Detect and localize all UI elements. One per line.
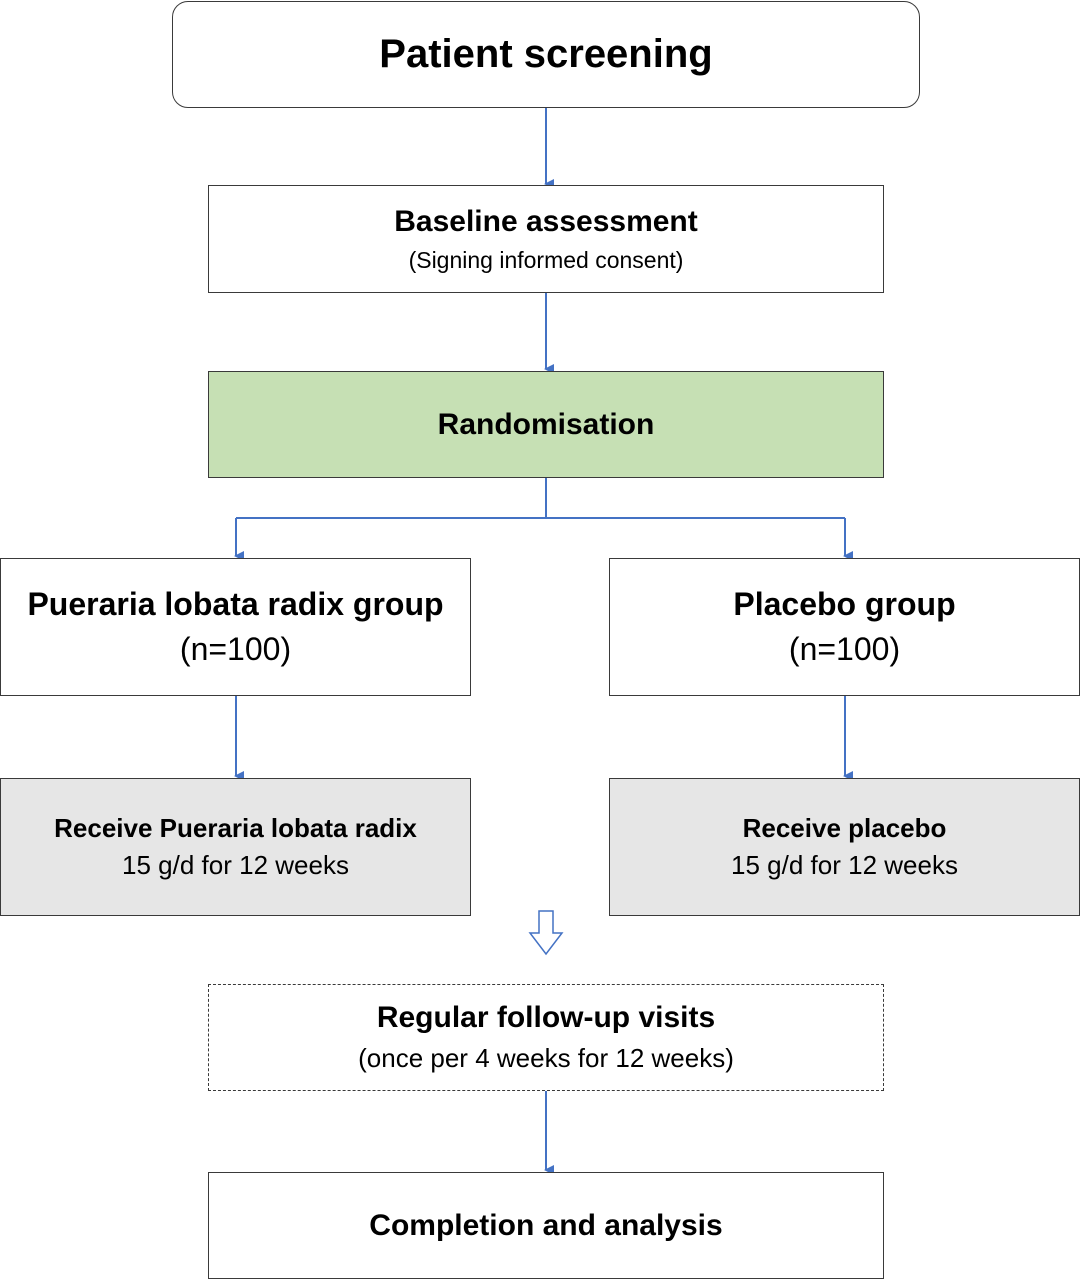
completion-label: Completion and analysis: [369, 1208, 723, 1242]
placebo-group-box: Placebo group (n=100): [609, 558, 1080, 696]
pueraria-treatment-label: Receive Pueraria lobata radix: [54, 813, 417, 843]
hollow-down-arrow-icon: [528, 910, 564, 956]
followup-visits-subtitle: (once per 4 weeks for 12 weeks): [358, 1043, 734, 1073]
pueraria-treatment-dose: 15 g/d for 12 weeks: [122, 850, 349, 880]
pueraria-treatment-box: Receive Pueraria lobata radix 15 g/d for…: [0, 778, 471, 916]
connector-randomisation-split: [236, 478, 845, 519]
baseline-assessment-label: Baseline assessment: [394, 204, 698, 238]
followup-visits-box: Regular follow-up visits (once per 4 wee…: [208, 984, 884, 1091]
randomisation-box: Randomisation: [208, 371, 884, 478]
placebo-treatment-label: Receive placebo: [742, 813, 947, 843]
pueraria-group-label: Pueraria lobata radix group: [27, 586, 444, 622]
patient-screening-box: Patient screening: [172, 1, 920, 108]
placebo-group-label: Placebo group: [733, 586, 956, 622]
randomisation-label: Randomisation: [437, 407, 655, 441]
placebo-treatment-box: Receive placebo 15 g/d for 12 weeks: [609, 778, 1080, 916]
placebo-group-count: (n=100): [788, 631, 901, 667]
pueraria-group-count: (n=100): [179, 631, 292, 667]
baseline-assessment-subtitle: (Signing informed consent): [408, 246, 684, 273]
followup-visits-label: Regular follow-up visits: [376, 1001, 716, 1034]
placebo-treatment-dose: 15 g/d for 12 weeks: [731, 850, 958, 880]
patient-screening-label: Patient screening: [379, 32, 713, 76]
completion-box: Completion and analysis: [208, 1172, 884, 1279]
baseline-assessment-box: Baseline assessment (Signing informed co…: [208, 185, 884, 293]
pueraria-group-box: Pueraria lobata radix group (n=100): [0, 558, 471, 696]
